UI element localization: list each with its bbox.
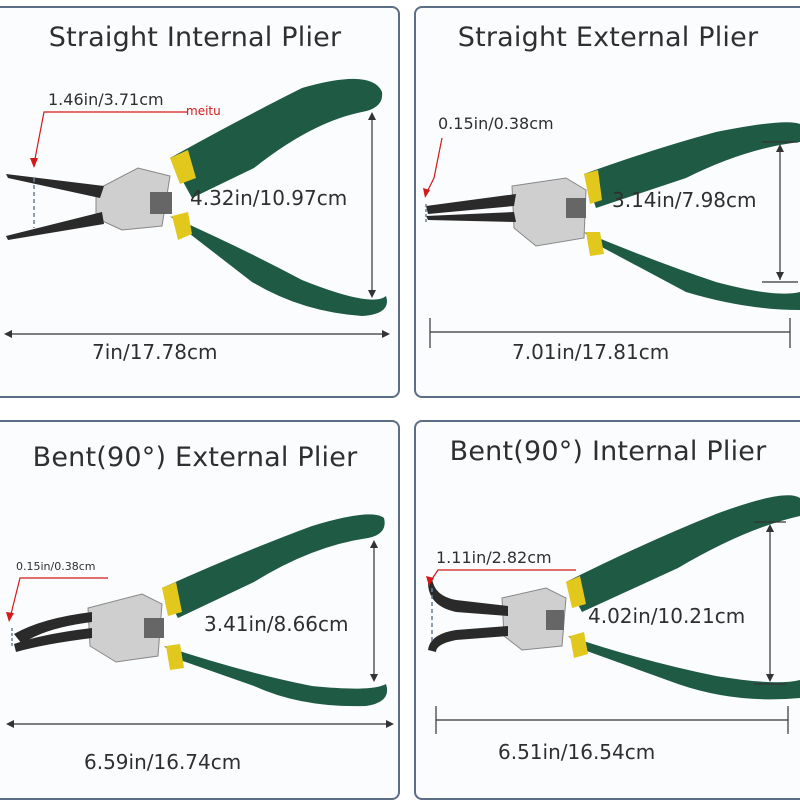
panel-title: Straight Internal Plier — [48, 22, 342, 53]
watermark-text: meitu — [186, 104, 221, 118]
tip-dimension-label: 0.15in/0.38cm — [16, 560, 96, 573]
straight-internal-plier-illustration — [4, 78, 390, 338]
tip-dimension-label: 1.11in/2.82cm — [436, 548, 552, 567]
bent-external-plier-illustration — [6, 514, 394, 728]
panel-straight-external-plier: Straight External Plier 0.15in/0.38cm 3.… — [414, 6, 800, 398]
height-dimension-label: 4.32in/10.97cm — [190, 186, 348, 210]
length-dimension-label: 6.51in/16.54cm — [498, 740, 656, 764]
panel-bent-internal-plier: Bent(90°) Internal Plier 1.11in/2.82cm 4… — [414, 420, 800, 800]
panel-bent-external-plier: Bent(90°) External Plier 0.15in/0.38cm 3… — [0, 420, 400, 800]
bent-internal-plier-illustration — [426, 495, 800, 734]
tip-dimension-label: 0.15in/0.38cm — [438, 114, 554, 133]
panel-title: Bent(90°) External Plier — [32, 442, 358, 473]
straight-external-plier-illustration — [423, 122, 800, 348]
panel-title: Bent(90°) Internal Plier — [449, 436, 767, 467]
panel-title: Straight External Plier — [457, 22, 759, 53]
panel-straight-internal-plier: Straight Internal Plier 1.46in/3.71cm me… — [0, 6, 400, 398]
length-dimension-label: 7in/17.78cm — [92, 340, 218, 364]
length-dimension-label: 7.01in/17.81cm — [512, 340, 670, 364]
height-dimension-label: 3.41in/8.66cm — [204, 612, 349, 636]
length-dimension-label: 6.59in/16.74cm — [84, 750, 242, 774]
height-dimension-label: 4.02in/10.21cm — [588, 604, 746, 628]
tip-dimension-label: 1.46in/3.71cm — [48, 90, 164, 109]
height-dimension-label: 3.14in/7.98cm — [612, 188, 757, 212]
